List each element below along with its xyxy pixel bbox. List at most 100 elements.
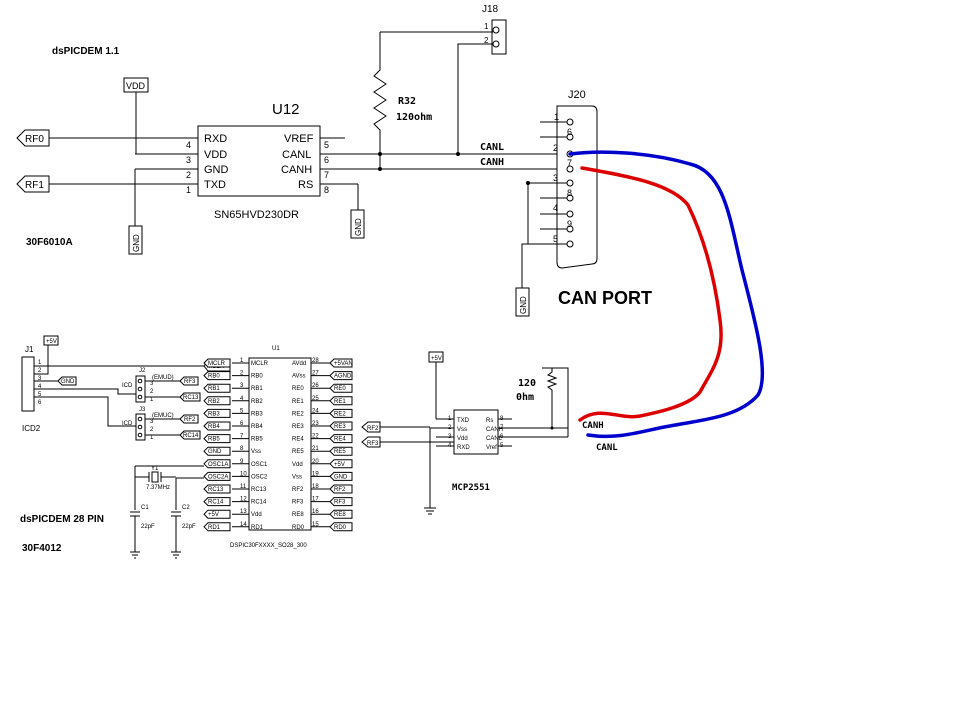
j18-name: J18 (482, 4, 499, 15)
j2-sub: (EMUD) (152, 375, 174, 381)
j1-pin: 2 (38, 368, 42, 374)
u1-pin-name: Vdd (292, 462, 303, 468)
u1-left-tag-flag (203, 408, 231, 418)
u1-right-tag-flag (329, 358, 353, 368)
u1-left-tag: RB5 (208, 437, 220, 443)
mcp-pin-label: Vdd (457, 436, 468, 442)
u1-pin-name: OSC2 (251, 474, 268, 480)
u1-left-tag-flag (203, 383, 231, 393)
gnd-label: GND (354, 218, 363, 236)
y1-name: Y1 (151, 466, 159, 472)
c2-value: 22pF (182, 524, 196, 530)
u12-pin-num: 2 (186, 170, 191, 180)
u1-pin-name: RB0 (251, 374, 263, 380)
u1-right-tag-flag (329, 396, 353, 406)
u1-pin-name: Vdd (251, 512, 262, 518)
gnd-label: GND (519, 296, 528, 314)
c1-value: 22pF (141, 524, 155, 530)
mcp-pin-label: RXD (457, 445, 470, 451)
u1-pin-name: RE2 (292, 411, 304, 417)
u1-pin-num: 7 (240, 434, 244, 440)
gnd-label: GND (132, 234, 141, 252)
u1-pin-num: 22 (312, 434, 319, 440)
j3-pin: 3 (150, 419, 154, 425)
u1-right-tag-flag (329, 459, 353, 469)
u1-left-tag-flag (203, 421, 231, 431)
u1-left-tag-flag (203, 484, 231, 494)
u1-pin-num: 19 (312, 471, 319, 477)
rf2-port-mcp: RF2 (361, 421, 381, 433)
u1-right-tag: RE5 (334, 449, 346, 455)
mcp-canl-label: CANL (596, 443, 618, 453)
j2-pin: 3 (150, 381, 154, 387)
u1-pin-num: 26 (312, 383, 319, 389)
j2-name: J2 (139, 368, 146, 374)
vdd-label: VDD (126, 81, 146, 91)
chip-label-top: 30F6010A (26, 237, 73, 248)
mcp-pin-label: Vref (486, 445, 497, 451)
u1-pin-name: RB2 (251, 399, 263, 405)
u1-left-tag-flag (203, 459, 231, 469)
j1-pin: 1 (38, 360, 42, 366)
u1-left-tag-flag (203, 434, 231, 444)
u1-left-tag: RB3 (208, 411, 220, 417)
u1-right-tag: RE0 (334, 386, 346, 392)
u12-pin-label: RS (298, 179, 313, 191)
mcp-res-value: 120 (518, 378, 536, 389)
u12-right-pins: VREF CANL CANH RS 5 6 7 8 (281, 133, 329, 195)
u1-pin-name: Vss (251, 449, 261, 455)
chip-label-bottom: 30F4012 (22, 543, 62, 554)
u12-pin-label: GND (204, 164, 229, 176)
u1-pin-num: 6 (240, 421, 244, 427)
u1-pin-num: 10 (240, 471, 247, 477)
j3-label: ICD (122, 421, 133, 427)
r32-name: R32 (398, 96, 416, 107)
j18-jumper: J18 1 2 (380, 4, 507, 156)
u1-right-tag-flag (329, 471, 353, 481)
u1-pin-name: RE5 (292, 449, 304, 455)
u1-pin-name: RD0 (292, 525, 305, 531)
j20-pin-num: 3 (553, 173, 558, 183)
rf1-port-label: RF1 (25, 180, 44, 191)
u1-left-tag: RB2 (208, 399, 220, 405)
board-title-top: dsPICDEM 1.1 (52, 46, 120, 57)
u1-left-tag: GND (208, 449, 222, 455)
j20-pin-num: 8 (567, 188, 572, 198)
j3-pin: 2 (150, 427, 154, 433)
u12-pin-label: VDD (204, 149, 227, 161)
rc14-tag: RC14 (183, 433, 199, 439)
j20-pin-num: 9 (567, 219, 572, 229)
u1-name: U1 (272, 346, 280, 352)
u12-pin-label: VREF (284, 133, 314, 145)
r32-value: 120ohm (396, 112, 432, 123)
u1-pin-num: 8 (240, 446, 244, 452)
u1-left-tag: RD1 (208, 525, 221, 531)
oscillator: Y1 7.37MHz C1 22pF C2 22pF (130, 465, 204, 559)
u1-pin-num: 24 (312, 408, 319, 414)
u1-right-tag: AGND (334, 374, 352, 380)
u1-right-tag-flag (329, 509, 353, 519)
canl-wire-blue (568, 150, 765, 439)
u1-pin-name: RE4 (292, 437, 304, 443)
j1-caption: ICD2 (22, 424, 41, 433)
u12-pin-num: 4 (186, 140, 191, 150)
u1-left-tag-flag (203, 358, 231, 368)
u1-left-tag: OSC1A (208, 462, 228, 468)
mcp-canh-label: CANH (582, 421, 604, 431)
u1-right-tag: RE2 (334, 411, 346, 417)
rf3-label: RF3 (367, 441, 379, 447)
gnd-symbol-u12-rs: GND (350, 209, 365, 239)
can-port-title: CAN PORT (558, 288, 652, 308)
u1-pin-num: 1 (240, 358, 244, 364)
j20-pin-num: 5 (553, 234, 558, 244)
c1-name: C1 (141, 505, 149, 511)
u1-right-tag: GND (334, 474, 348, 480)
u1-pin-num: 17 (312, 497, 319, 503)
rf3-port-mcp: RF3 (361, 436, 381, 448)
j18-pin1: 1 (484, 22, 489, 31)
mcp-pin-label: CANH (486, 427, 503, 433)
rf1-port: RF1 (16, 175, 198, 193)
u12-left-pins: RXD VDD GND TXD 4 3 2 1 (186, 133, 229, 195)
u12-pin-num: 3 (186, 155, 191, 165)
